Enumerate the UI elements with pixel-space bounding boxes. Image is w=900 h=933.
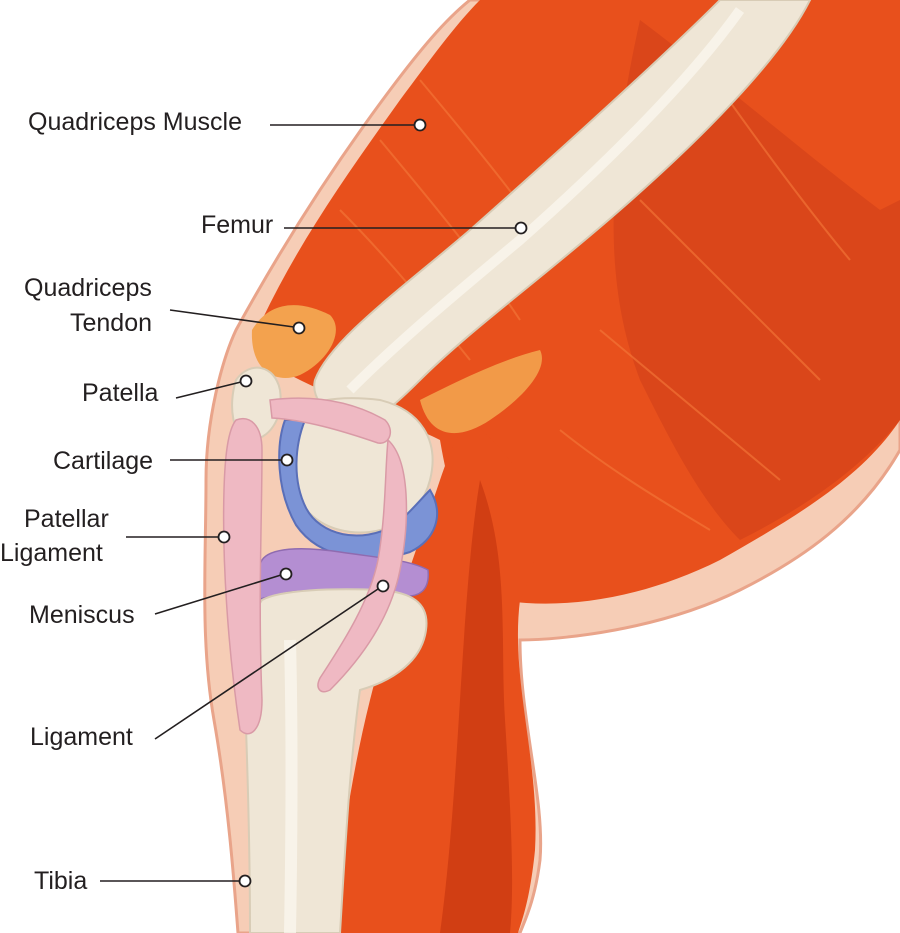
pin-quadriceps-muscle <box>415 120 426 131</box>
pin-cartilage <box>282 455 293 466</box>
label-tibia: Tibia <box>34 867 87 895</box>
label-patella: Patella <box>82 379 159 407</box>
label-ligament: Ligament <box>30 723 133 751</box>
label-quadriceps-tendon-line1: Quadriceps <box>24 274 152 302</box>
label-patellar-ligament-line1: Patellar <box>24 505 109 533</box>
label-quadriceps-tendon-line2: Tendon <box>70 309 152 337</box>
label-femur: Femur <box>201 211 273 239</box>
pin-meniscus <box>281 569 292 580</box>
label-quadriceps-muscle: Quadriceps Muscle <box>28 108 242 136</box>
pin-ligament <box>378 581 389 592</box>
pin-quadriceps-tendon <box>294 323 305 334</box>
label-cartilage: Cartilage <box>53 447 153 475</box>
label-patellar-ligament-line2: Ligament <box>0 539 103 567</box>
label-meniscus: Meniscus <box>29 601 135 629</box>
pin-patellar-ligament <box>219 532 230 543</box>
tibia-highlight <box>290 640 292 933</box>
pin-patella <box>241 376 252 387</box>
pin-tibia <box>240 876 251 887</box>
pin-femur <box>516 223 527 234</box>
